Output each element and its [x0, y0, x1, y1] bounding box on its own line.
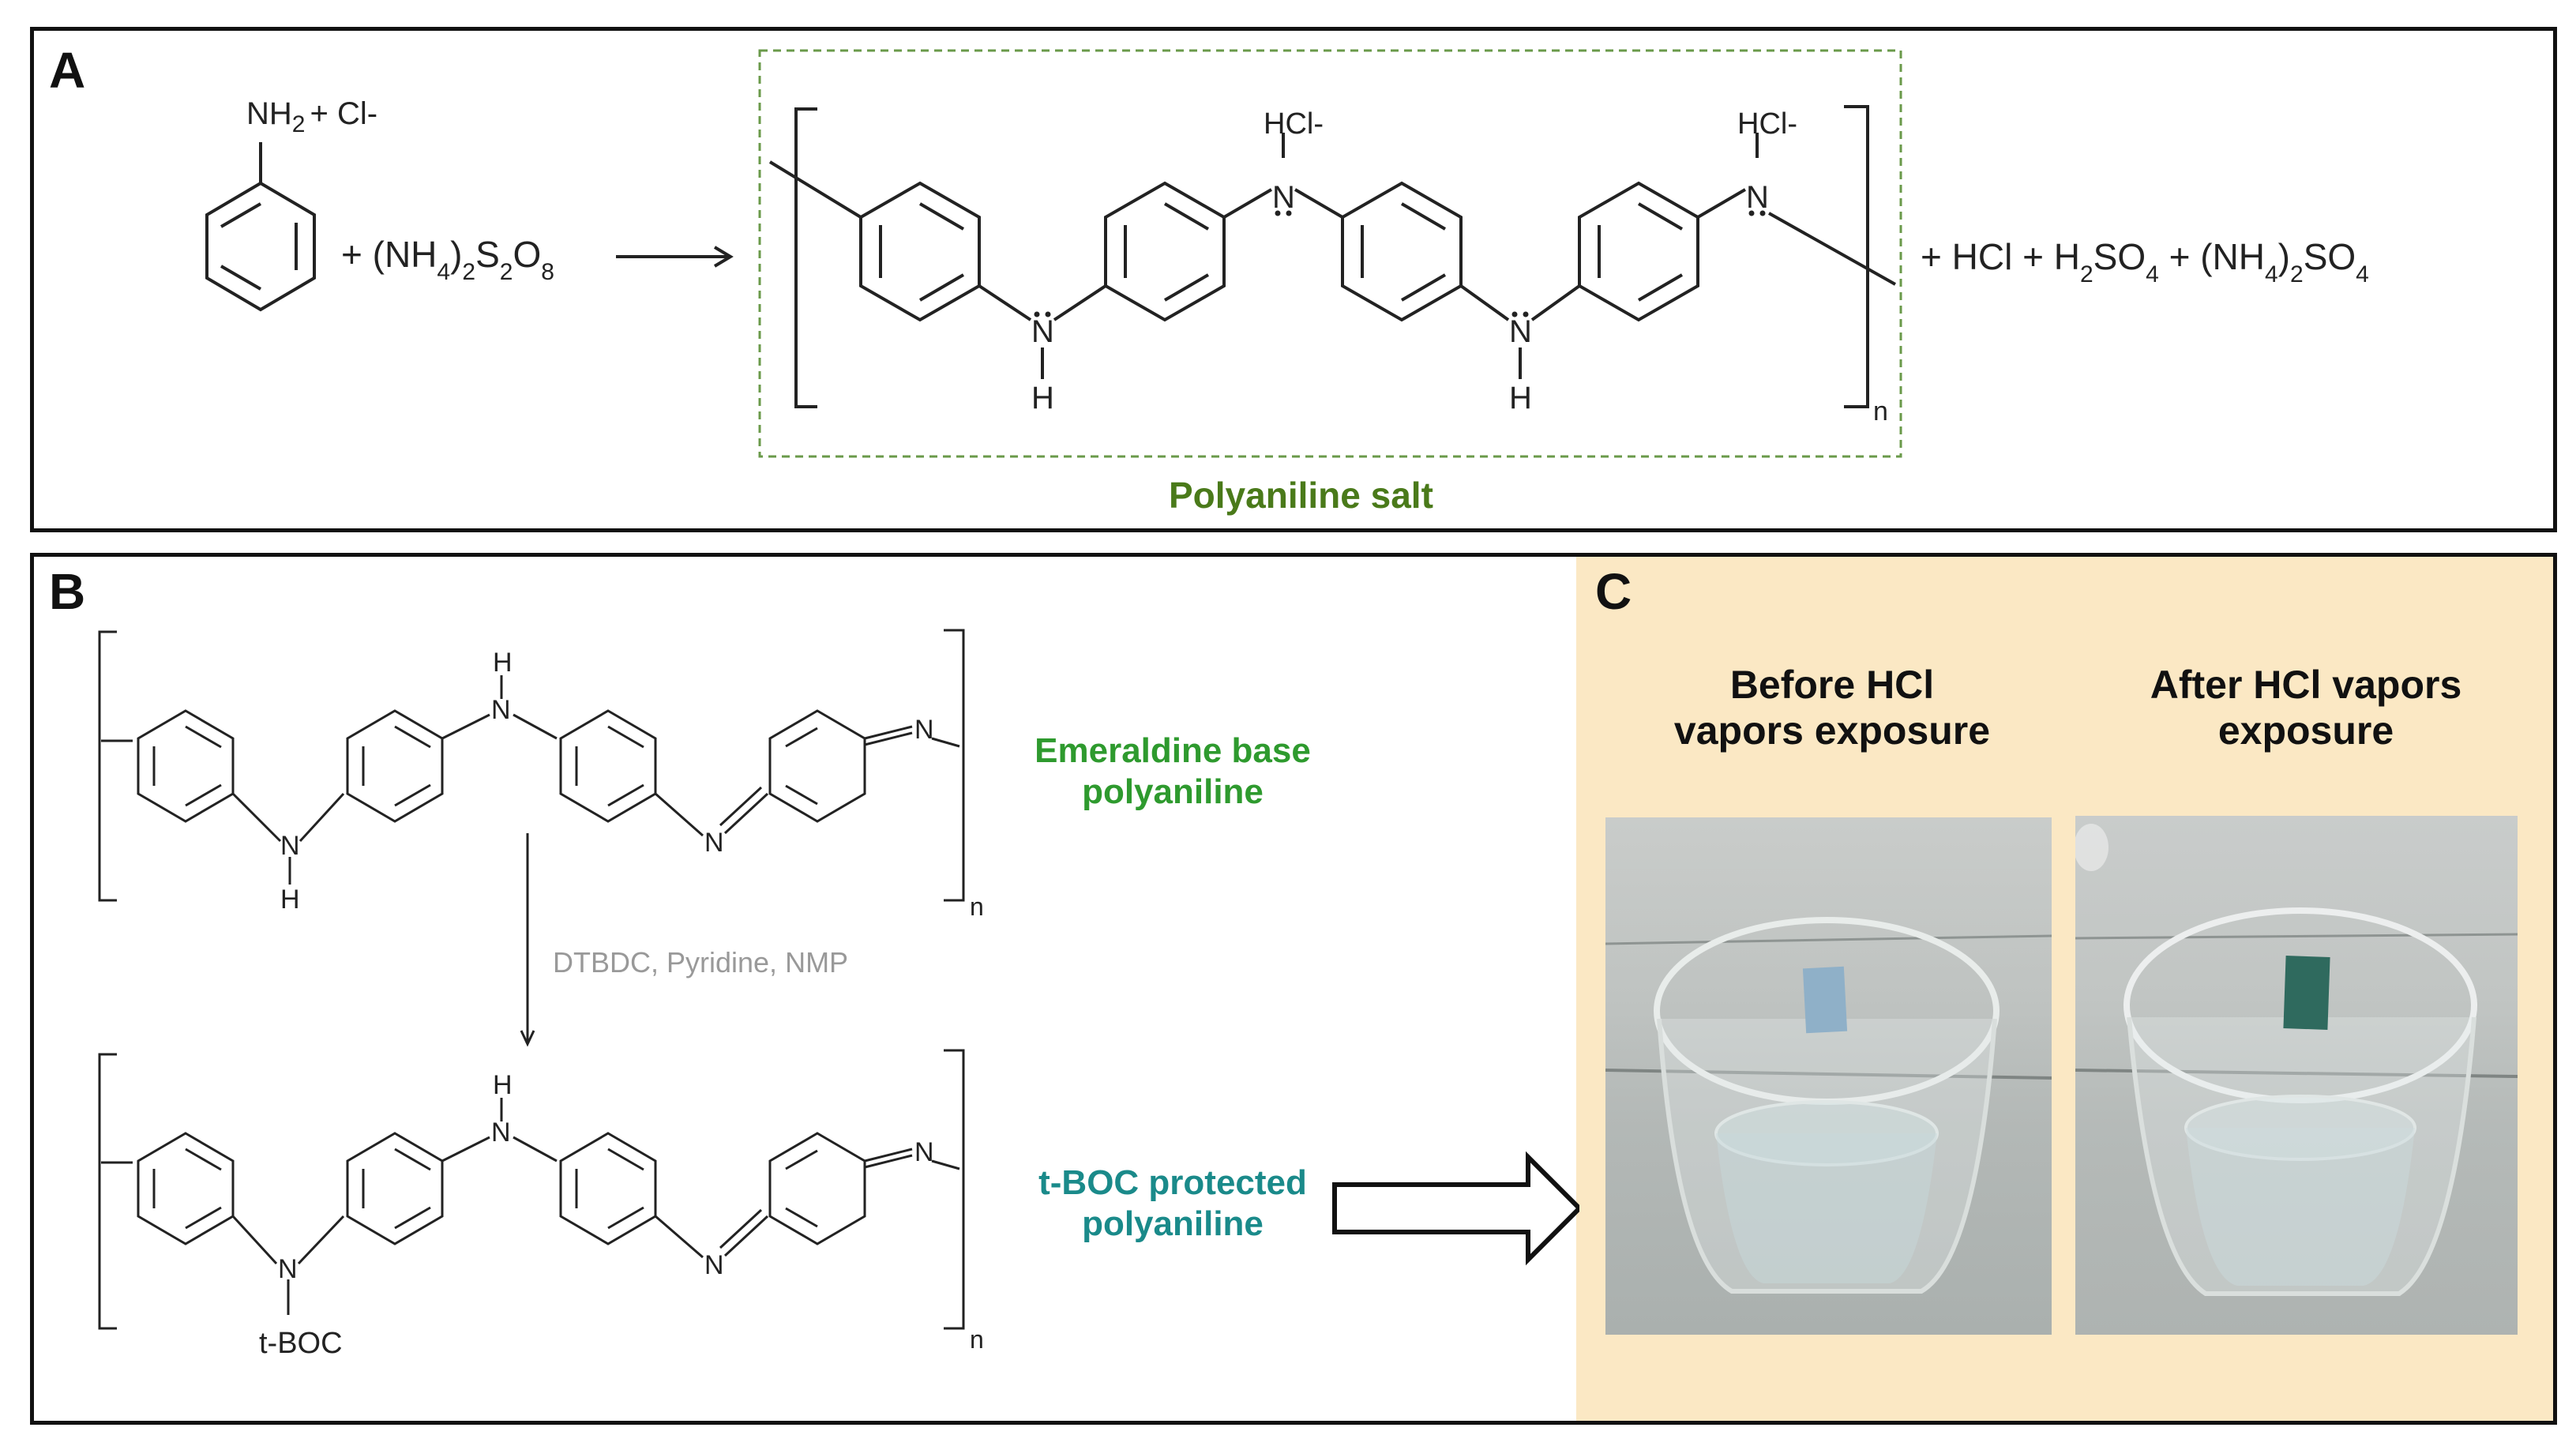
bracket-right	[1844, 105, 1869, 408]
top-repeat-n: n	[970, 892, 984, 921]
panel-bc	[30, 553, 2557, 1425]
bot-n-mid: N	[491, 1118, 511, 1148]
top-n-imine: N	[704, 828, 724, 858]
salt-n-1-h: H	[1031, 381, 1054, 415]
bot-tboc: t-BOC	[259, 1327, 343, 1360]
bot-n-mid-h: H	[493, 1070, 513, 1100]
before-title-line2: vapors exposure	[1673, 708, 1991, 753]
bot-n-right: N	[914, 1137, 934, 1167]
emeraldine-caption: Emeraldine base polyaniline	[1003, 731, 1342, 813]
hollow-arrow	[1332, 1151, 1579, 1266]
polyaniline-salt-caption: Polyaniline salt	[1169, 475, 1433, 516]
top-n-right: N	[914, 715, 934, 745]
salt-n-1: N	[1031, 314, 1054, 349]
bot-repeat-n: n	[970, 1325, 984, 1354]
panel-b-structures	[98, 629, 1579, 1330]
reagents-label: DTBDC, Pyridine, NMP	[553, 946, 849, 979]
bot-n-imine: N	[704, 1250, 724, 1280]
tboc-caption-line2: polyaniline	[1082, 1204, 1264, 1243]
emeraldine-caption-line2: polyaniline	[1082, 772, 1264, 811]
after-title: After HCl vapors exposure	[2069, 662, 2543, 753]
panel-a-structures	[205, 49, 1902, 458]
panel-c-label: C	[1595, 563, 1632, 620]
before-film	[1802, 966, 1848, 1034]
tboc-caption-line1: t-BOC protected	[1038, 1163, 1307, 1202]
before-title-line1: Before HCl	[1729, 663, 1935, 707]
top-n-left: N	[280, 831, 300, 861]
emeraldine-caption-line1: Emeraldine base	[1035, 731, 1311, 770]
tboc-caption: t-BOC protected polyaniline	[1003, 1163, 1342, 1245]
before-photo	[1605, 817, 2052, 1335]
bracket-left	[794, 107, 817, 408]
salt-hcl-2: HCl-	[1737, 107, 1797, 141]
salt-n-3-h: H	[1509, 381, 1532, 415]
products-formula: + HCl + H2SO4 + (NH4)2SO4	[1921, 236, 2369, 287]
after-title-line2: exposure	[2217, 708, 2394, 753]
polyaniline-salt-box	[758, 49, 1902, 458]
after-film	[2283, 956, 2330, 1030]
aniline-ring	[205, 181, 316, 312]
salt-n-2: N	[1272, 180, 1295, 215]
salt-n-3: N	[1509, 314, 1532, 349]
salt-hcl-1: HCl-	[1264, 107, 1324, 141]
bot-n-left: N	[278, 1254, 298, 1284]
salt-n-4: N	[1746, 180, 1769, 215]
top-n-mid: N	[491, 695, 511, 725]
before-title: Before HCl vapors exposure	[1611, 662, 2053, 753]
panel-a-label: A	[49, 42, 86, 99]
after-title-line1: After HCl vapors	[2150, 663, 2462, 707]
salt-repeat-n: n	[1873, 396, 1888, 426]
panel-a	[30, 27, 2557, 532]
after-photo	[2075, 816, 2518, 1335]
top-n-mid-h: H	[493, 648, 513, 678]
oxidant-formula: + (NH4)2S2O8	[341, 234, 554, 285]
aniline-amine-label: NH2+ Cl-	[246, 96, 378, 137]
after-beaker	[2075, 824, 2518, 1296]
top-n-left-h: H	[280, 885, 300, 915]
panel-b-label: B	[49, 563, 86, 620]
before-beaker	[1605, 917, 2052, 1294]
